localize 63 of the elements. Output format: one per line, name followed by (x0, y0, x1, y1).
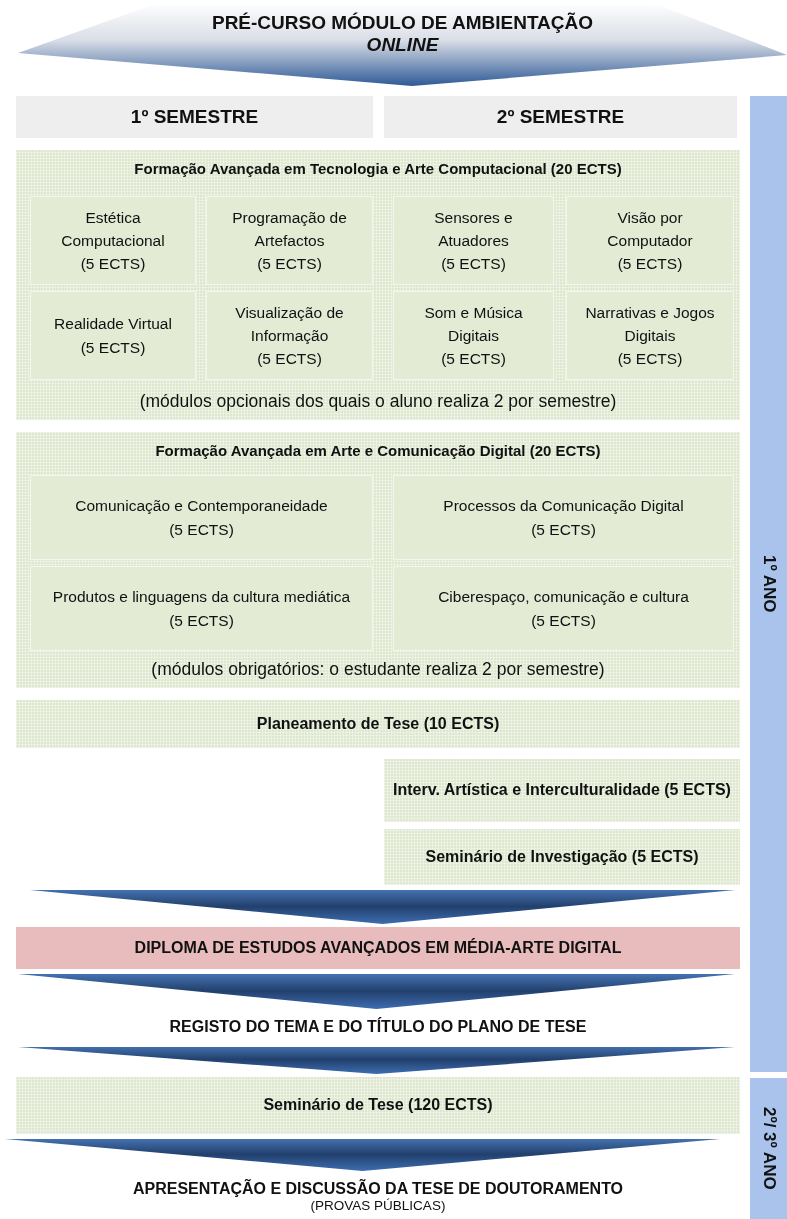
year-band (750, 96, 787, 1072)
module-box (30, 566, 373, 651)
module-credits: (5 ECTS) (441, 349, 506, 370)
module-credits: (5 ECTS) (169, 519, 234, 540)
module-name: Processos da Comunicação Digital (443, 496, 684, 517)
module-name: Produtos e linguagens da cultura mediática (52, 587, 351, 608)
milestone-note: (PROVAS PÚBLICAS) (310, 1198, 446, 1213)
diploma-box (16, 927, 740, 969)
module-credits: (5 ECTS) (531, 519, 596, 540)
module-credits: (5 ECTS) (617, 349, 683, 370)
module-box (566, 291, 734, 380)
module-name: Comunicação e Contemporaneidade (75, 496, 328, 517)
course-box (384, 829, 740, 885)
module-name: Narrativas e Jogos Digitais (584, 302, 716, 346)
module-box (30, 475, 373, 560)
banner-subtitle: ONLINE (366, 34, 439, 56)
module-box (393, 566, 734, 651)
box-label: 2º SEMESTRE (496, 106, 625, 128)
module-box (30, 291, 196, 380)
group-heading: Formação Avançada em Tecnologia e Arte Computacional (20 ECTS) (134, 160, 622, 177)
module-group-panel (16, 150, 740, 420)
module-name: Programação de Artefactos (231, 207, 348, 251)
module-box (393, 196, 554, 285)
module-credits: (5 ECTS) (531, 610, 596, 631)
module-credits: (5 ECTS) (80, 337, 146, 358)
module-credits: (5 ECTS) (257, 349, 322, 370)
module-box (206, 291, 373, 380)
module-credits: (5 ECTS) (169, 610, 234, 631)
module-name: Visão por Computador (606, 207, 694, 251)
course-box (384, 759, 740, 822)
year-label: 1º ANO (758, 555, 779, 613)
box-label: DIPLOMA DE ESTUDOS AVANÇADOS EM MÉDIA-ARTE DIGITAL (134, 939, 622, 957)
group-note: (módulos obrigatórios: o estudante realiza 2 por semestre) (151, 659, 605, 680)
module-credits: (5 ECTS) (257, 254, 322, 275)
year-band (750, 1078, 787, 1219)
year-label: 2º/ 3º ANO (758, 1107, 779, 1190)
module-credits: (5 ECTS) (617, 254, 683, 275)
module-name: Visualização de Informação (234, 302, 345, 346)
module-name: Realidade Virtual (54, 314, 172, 335)
box-label: Interv. Artística e Interculturalidade (5 ECTS) (393, 780, 731, 801)
banner-title: PRÉ-CURSO MÓDULO DE AMBIENTAÇÃO (211, 12, 594, 34)
module-group-panel (16, 432, 740, 688)
module-name: Som e Música Digitais (423, 302, 524, 346)
module-box (393, 475, 734, 560)
course-box (16, 700, 740, 748)
module-name: Sensores e Atuadores (433, 207, 514, 251)
module-credits: (5 ECTS) (441, 254, 506, 275)
milestone-label: APRESENTAÇÃO E DISCUSSÃO DA TESE DE DOUTORAMENTO (132, 1180, 624, 1198)
module-credits: (5 ECTS) (80, 254, 146, 275)
module-name: Ciberespaço, comunicação e cultura (438, 587, 689, 608)
module-box (566, 196, 734, 285)
box-label: Seminário de Investigação (5 ECTS) (425, 846, 699, 867)
module-box (393, 291, 554, 380)
module-box (30, 196, 196, 285)
group-heading: Formação Avançada em Arte e Comunicação Digital (20 ECTS) (155, 442, 601, 459)
module-name: Estética Computacional (60, 207, 166, 251)
milestone-label: REGISTO DO TEMA E DO TÍTULO DO PLANO DE TESE (169, 1018, 587, 1036)
module-box (206, 196, 373, 285)
box-label: 1º SEMESTRE (130, 106, 259, 128)
course-box (16, 1077, 740, 1134)
box-label: Seminário de Tese (120 ECTS) (263, 1095, 493, 1116)
box-label: Planeamento de Tese (10 ECTS) (256, 713, 500, 734)
group-note: (módulos opcionais dos quais o aluno realiza 2 por semestre) (139, 391, 617, 412)
